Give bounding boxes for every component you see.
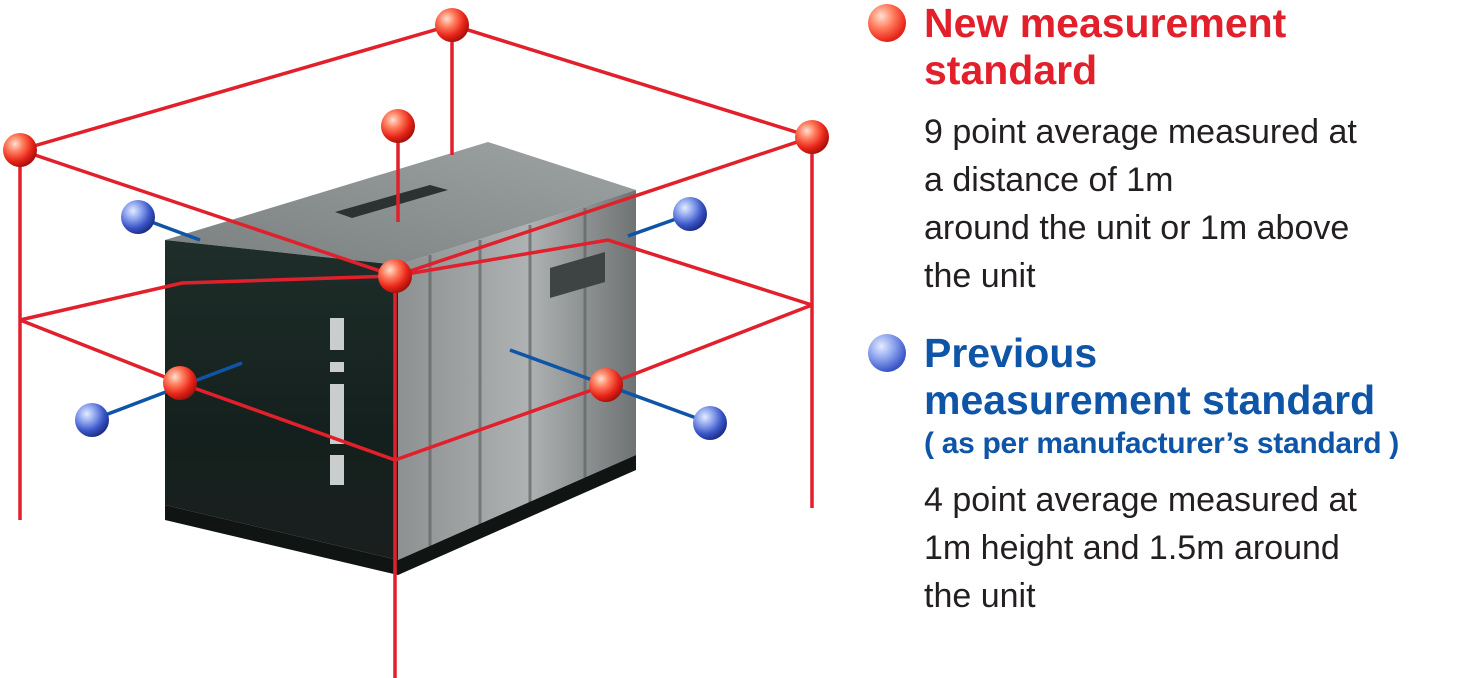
red-sphere-icon — [435, 8, 469, 42]
generator-unit-image — [165, 142, 636, 575]
red-sphere-icon — [868, 4, 906, 42]
blue-sphere-icon — [121, 200, 155, 234]
new-standard-desc-line: the unit — [924, 257, 1036, 295]
new-standard-frame — [18, 23, 818, 678]
previous-standard-desc-line: 1m height and 1.5m around — [924, 529, 1340, 567]
legend-previous-standard: Previous measurement standard ( as per m… — [868, 330, 1464, 620]
new-standard-description: 9 point average measured at a distance o… — [924, 108, 1464, 300]
previous-standard-title-line1: Previous — [924, 330, 1098, 376]
previous-standard-desc-line: the unit — [924, 577, 1036, 615]
red-sphere-icon — [3, 133, 37, 167]
blue-sphere-icon — [868, 334, 906, 372]
red-sphere-icon — [163, 366, 197, 400]
new-standard-desc-line: 9 point average measured at — [924, 113, 1357, 151]
previous-standard-desc-line: 4 point average measured at — [924, 481, 1357, 519]
previous-standard-description: 4 point average measured at 1m height an… — [924, 476, 1464, 620]
blue-sphere-icon — [673, 197, 707, 231]
new-standard-desc-line: around the unit or 1m above — [924, 209, 1350, 247]
measurement-diagram — [3, 8, 829, 678]
blue-sphere-icon — [75, 403, 109, 437]
red-sphere-icon — [381, 109, 415, 143]
red-sphere-icon — [589, 368, 623, 402]
new-standard-title-line2: standard — [924, 47, 1098, 93]
previous-standard-points — [75, 197, 727, 440]
new-standard-title-line1: New measurement — [924, 0, 1287, 46]
previous-standard-title: Previous measurement standard — [868, 330, 1464, 424]
new-standard-points — [3, 8, 829, 402]
new-standard-desc-line: a distance of 1m — [924, 161, 1174, 199]
previous-standard-note: ( as per manufacturer’s standard ) — [924, 427, 1399, 460]
unit-front-face — [165, 240, 398, 560]
legend-new-standard: New measurement standard 9 point average… — [868, 0, 1464, 300]
previous-standard-title-line2: measurement standard — [924, 377, 1376, 423]
red-sphere-icon — [795, 120, 829, 154]
blue-sphere-icon — [693, 406, 727, 440]
new-standard-title: New measurement standard — [868, 0, 1464, 94]
red-sphere-icon — [378, 259, 412, 293]
